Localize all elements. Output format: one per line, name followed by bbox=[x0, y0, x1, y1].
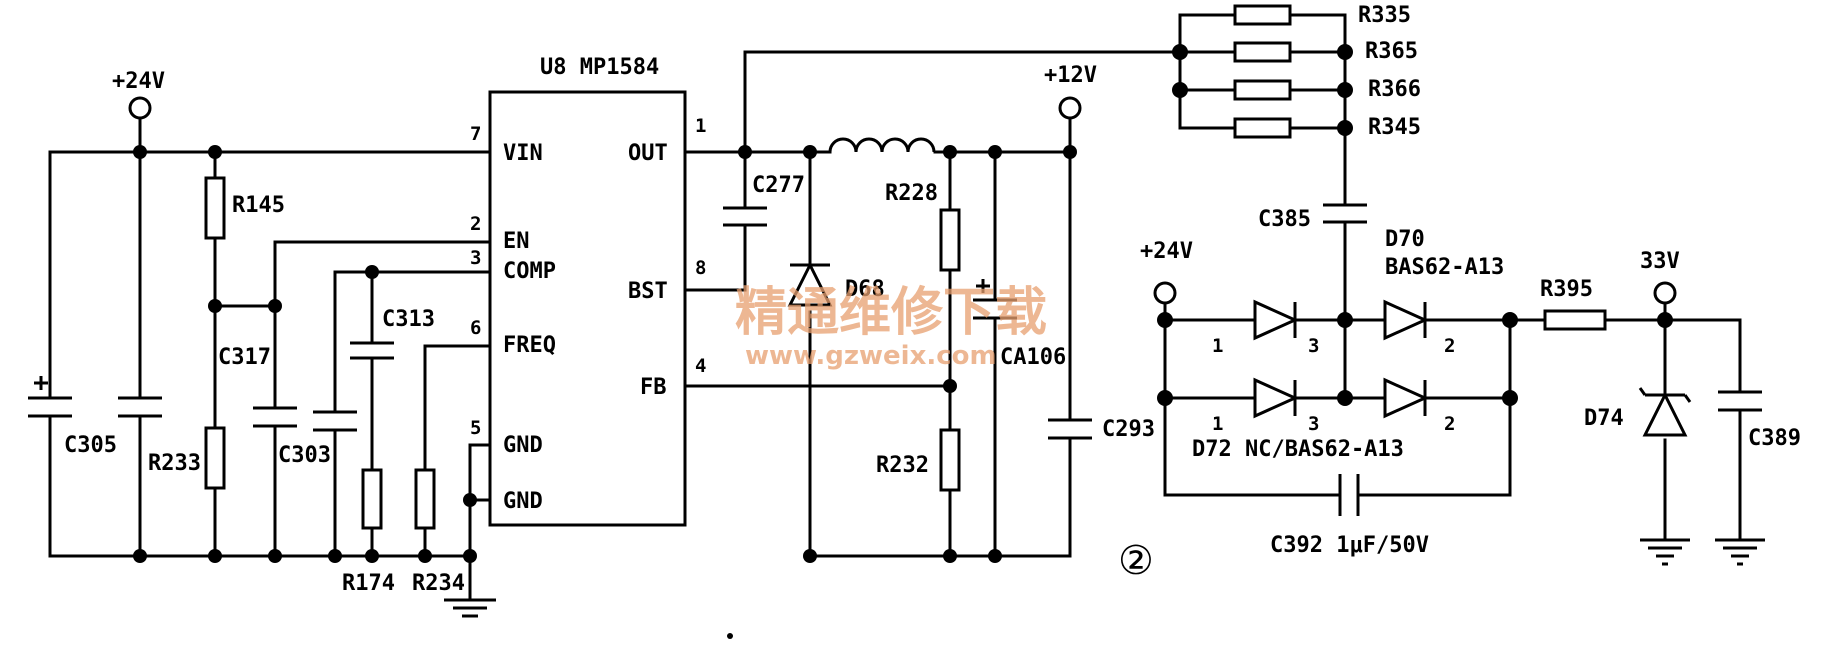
c293-label: C293 bbox=[1102, 417, 1155, 442]
pin-num-en: 2 bbox=[470, 213, 481, 235]
d72-label: D72 NC/BAS62-A13 bbox=[1192, 437, 1404, 462]
c305-label: C305 bbox=[64, 433, 117, 458]
resistor-r395: R395 bbox=[1540, 277, 1607, 331]
pin-num-comp: 3 bbox=[470, 247, 481, 269]
test-points: +24V +12V +24V 33V bbox=[112, 63, 1680, 305]
capacitor-c305: C305 bbox=[28, 376, 117, 458]
r366-label: R366 bbox=[1368, 77, 1421, 102]
r232-label: R232 bbox=[876, 453, 929, 478]
pin-gnd1-label: GND bbox=[503, 433, 543, 458]
d74-label: D74 bbox=[1584, 406, 1624, 431]
ground-symbol-right-1 bbox=[1640, 538, 1690, 566]
c277-label: C277 bbox=[752, 173, 805, 198]
c385-label: C385 bbox=[1258, 207, 1311, 232]
circled-number-marker: ② bbox=[1118, 538, 1154, 584]
capacitor-c303: C303 bbox=[278, 410, 357, 468]
inductor bbox=[828, 137, 936, 153]
r228-label: R228 bbox=[885, 181, 938, 206]
testpoint-24v-b bbox=[1153, 281, 1177, 305]
r145-label: R145 bbox=[232, 193, 285, 218]
d72-pin3: 3 bbox=[1308, 413, 1319, 435]
testpoint-12v bbox=[1058, 96, 1082, 120]
resistor-r145: R145 bbox=[204, 176, 285, 240]
ic-u8: U8 MP1584 VIN EN COMP FREQ GND GND OUT B… bbox=[470, 55, 706, 527]
r234-label: R234 bbox=[412, 571, 465, 596]
pin-num-gnd: 5 bbox=[470, 417, 481, 439]
pin-gnd2-label: GND bbox=[503, 489, 543, 514]
rail-24v-b-label: +24V bbox=[1140, 239, 1193, 264]
diode-network: D70 BAS62-A13 1 3 2 1 3 2 D72 NC/BAS62-A… bbox=[1192, 227, 1504, 462]
resistor-r232: R232 bbox=[876, 428, 961, 492]
resistor-r345 bbox=[1233, 117, 1292, 139]
pin-en-label: EN bbox=[503, 229, 530, 254]
r345-label: R345 bbox=[1368, 115, 1421, 140]
d72-pin2: 2 bbox=[1444, 413, 1455, 435]
junctions bbox=[133, 44, 1673, 563]
c392-label: C392 1μF/50V bbox=[1270, 533, 1429, 558]
r174-label: R174 bbox=[342, 571, 395, 596]
ic-title: U8 MP1584 bbox=[540, 55, 659, 80]
c389-label: C389 bbox=[1748, 426, 1801, 451]
resistor-r174: R174 bbox=[342, 468, 395, 596]
d68-label: D68 bbox=[845, 277, 885, 302]
d70-pin3: 3 bbox=[1308, 335, 1319, 357]
r365-label: R365 bbox=[1365, 39, 1418, 64]
capacitor-c389: C389 bbox=[1718, 390, 1801, 451]
resistor-r228: R228 bbox=[885, 181, 961, 272]
pin-num-bst: 8 bbox=[695, 257, 706, 279]
pin-freq-label: FREQ bbox=[503, 333, 556, 358]
pin-num-out: 1 bbox=[695, 115, 706, 137]
r335-label: R335 bbox=[1358, 3, 1411, 28]
r395-label: R395 bbox=[1540, 277, 1593, 302]
rail-24v-label: +24V bbox=[112, 69, 165, 94]
capacitor-c385: C385 bbox=[1258, 203, 1367, 232]
d70-label: D70 bbox=[1385, 227, 1425, 252]
pin-fb-label: FB bbox=[640, 375, 667, 400]
pin-num-vin: 7 bbox=[470, 123, 481, 145]
d70-type-label: BAS62-A13 bbox=[1385, 255, 1504, 280]
diode-d68: D68 bbox=[787, 261, 885, 307]
resistor-r234: R234 bbox=[412, 468, 465, 596]
diode-d74: D74 bbox=[1584, 387, 1692, 437]
pin-comp-label: COMP bbox=[503, 259, 556, 284]
pin-num-freq: 6 bbox=[470, 317, 481, 339]
rail-33v-label: 33V bbox=[1640, 249, 1680, 274]
resistor-r233: R233 bbox=[148, 426, 226, 490]
c317-label: C317 bbox=[218, 345, 271, 370]
c313-label: C313 bbox=[382, 307, 435, 332]
capacitor-c293: C293 bbox=[1048, 417, 1155, 442]
watermark-url: www.gzweix.com bbox=[745, 341, 997, 371]
capacitor-c317: C317 bbox=[218, 345, 297, 428]
testpoint-24v bbox=[128, 96, 152, 120]
capacitor-ca106: CA106 bbox=[973, 279, 1066, 370]
capacitor-c-unnamed bbox=[118, 396, 162, 418]
resistor-r366 bbox=[1233, 79, 1292, 101]
stray-dot bbox=[727, 633, 733, 639]
ground-symbol-left bbox=[444, 598, 496, 618]
resistor-bank: R335 R365 R366 R345 bbox=[1233, 3, 1421, 140]
c303-label: C303 bbox=[278, 443, 331, 468]
resistor-r365 bbox=[1233, 41, 1292, 63]
watermark-cn: 精通维修下载 bbox=[735, 283, 1047, 343]
rail-12v-label: +12V bbox=[1044, 63, 1097, 88]
capacitor-c313: C313 bbox=[350, 307, 435, 360]
r233-label: R233 bbox=[148, 451, 201, 476]
d72-pin1: 1 bbox=[1212, 413, 1223, 435]
capacitor-c277: C277 bbox=[723, 173, 805, 227]
pin-out-label: OUT bbox=[628, 141, 668, 166]
ground-symbol-right-2 bbox=[1715, 538, 1765, 566]
d70-pin2: 2 bbox=[1444, 335, 1455, 357]
ca106-label: CA106 bbox=[1000, 345, 1066, 370]
resistor-r335 bbox=[1233, 4, 1292, 26]
testpoint-33v bbox=[1653, 281, 1677, 305]
watermark: 精通维修下载 www.gzweix.com bbox=[735, 283, 1047, 371]
pin-num-fb: 4 bbox=[695, 355, 706, 377]
pin-bst-label: BST bbox=[628, 279, 668, 304]
capacitor-c392: C392 1μF/50V bbox=[1270, 474, 1429, 558]
d70-pin1: 1 bbox=[1212, 335, 1223, 357]
pin-vin-label: VIN bbox=[503, 141, 543, 166]
